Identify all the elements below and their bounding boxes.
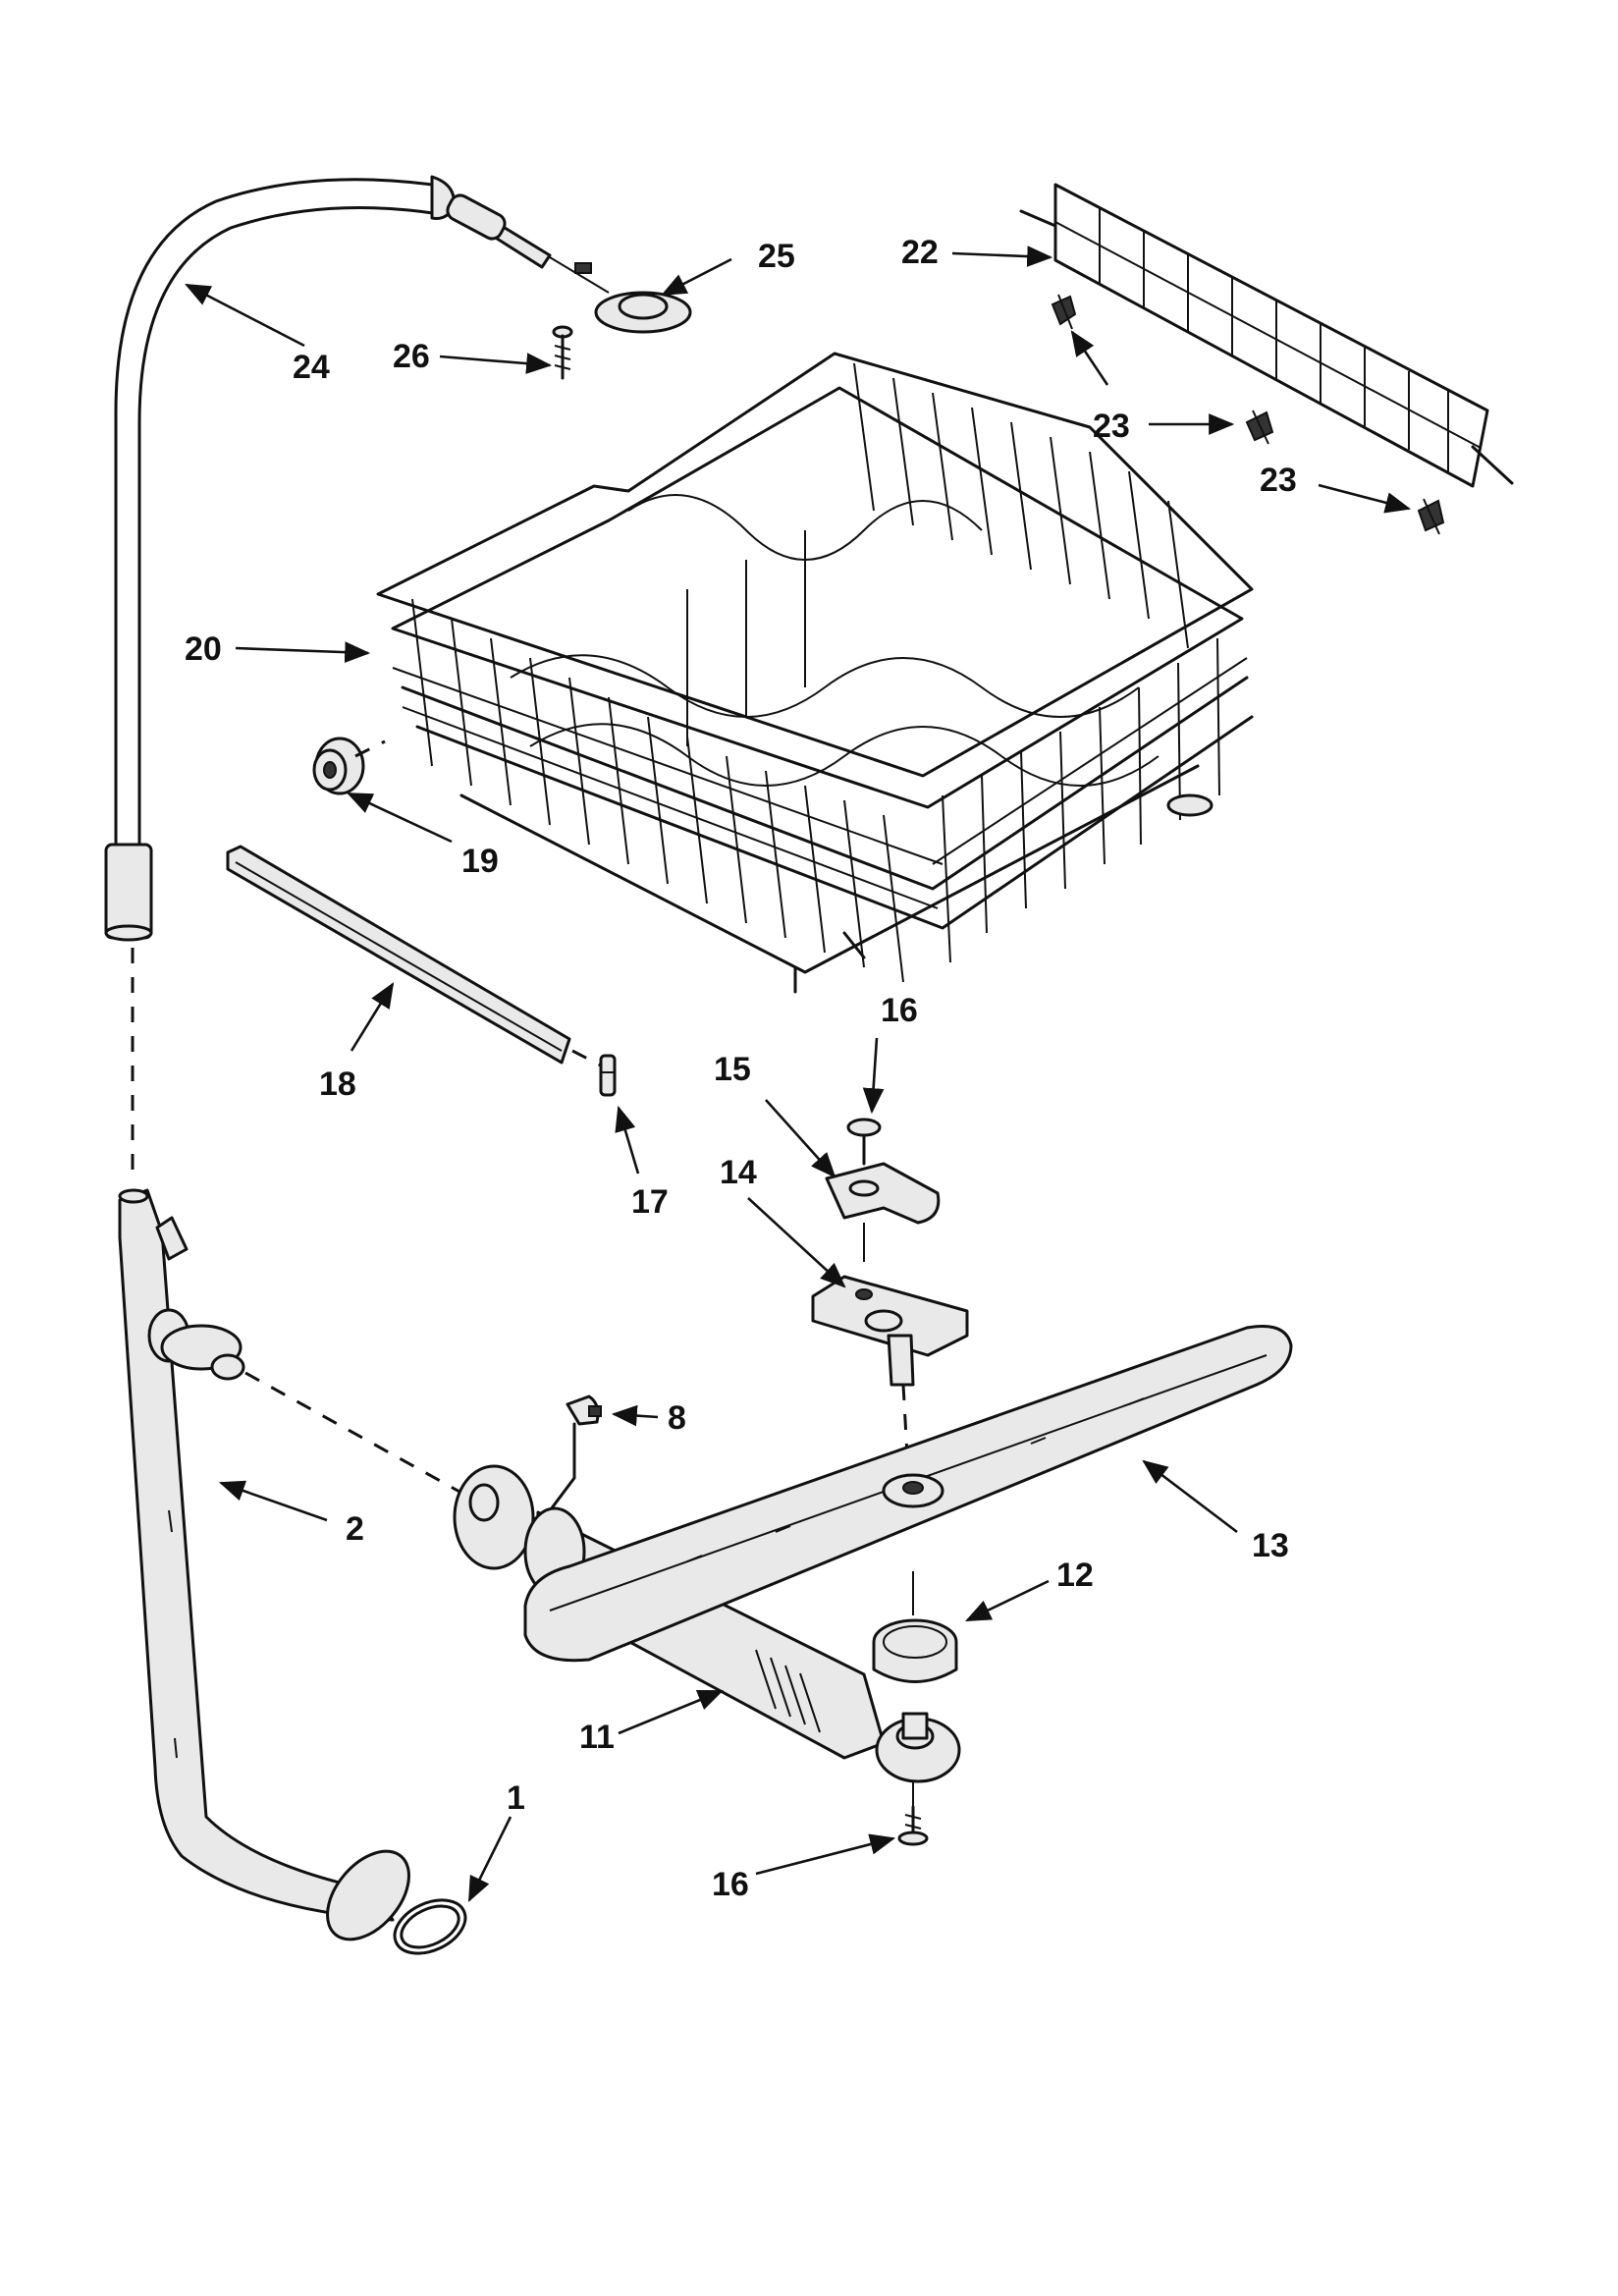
screw-part-16-top xyxy=(846,1118,882,1166)
supply-tube-part-24 xyxy=(104,175,456,1183)
callout-8: 8 xyxy=(668,1399,686,1437)
callout-1: 1 xyxy=(507,1779,525,1817)
rail-part-18 xyxy=(226,845,602,1067)
end-stop-part-17 xyxy=(599,1054,617,1097)
clip-part-8 xyxy=(543,1394,602,1519)
callout-18: 18 xyxy=(319,1066,356,1103)
callout-2: 2 xyxy=(346,1510,364,1548)
manifold-part-14 xyxy=(811,1275,969,1474)
bracket-part-15 xyxy=(825,1162,941,1262)
callout-16-bottom: 16 xyxy=(712,1866,749,1903)
callout-labels: 25 24 26 22 23 23 20 19 18 17 16 15 14 8… xyxy=(185,234,1297,1903)
callout-24: 24 xyxy=(293,349,330,386)
callout-26: 26 xyxy=(393,338,430,375)
callout-25: 25 xyxy=(758,238,795,275)
callout-22: 22 xyxy=(901,234,939,271)
callout-12: 12 xyxy=(1056,1557,1094,1594)
clip-part-23-b xyxy=(1245,410,1274,445)
callout-13: 13 xyxy=(1252,1527,1289,1564)
top-spray-part-25 xyxy=(446,193,692,334)
clip-part-23-a xyxy=(1051,294,1077,330)
callout-19: 19 xyxy=(461,843,499,880)
leader-lines xyxy=(185,246,1412,1902)
conduit-part-2 xyxy=(118,1188,462,1941)
callout-15: 15 xyxy=(714,1051,751,1088)
screw-part-16-bottom xyxy=(897,1782,929,1846)
clip-part-23-c xyxy=(1417,498,1445,535)
seal-ring-part-12 xyxy=(872,1571,958,1683)
wheel-part-19 xyxy=(312,737,386,795)
callout-20: 20 xyxy=(185,630,222,668)
rack-panel-part-22 xyxy=(1019,183,1514,488)
callout-23-a: 23 xyxy=(1093,408,1130,445)
o-ring-part-1 xyxy=(393,1898,467,1955)
spray-arm-part-13 xyxy=(523,1325,1293,1663)
callout-11: 11 xyxy=(579,1719,615,1756)
screw-part-26 xyxy=(552,325,573,380)
callout-17: 17 xyxy=(631,1183,669,1221)
callout-14: 14 xyxy=(720,1154,757,1191)
dishrack-part-20 xyxy=(376,352,1254,994)
callout-23-b: 23 xyxy=(1260,462,1297,499)
callout-16-top: 16 xyxy=(881,992,918,1029)
